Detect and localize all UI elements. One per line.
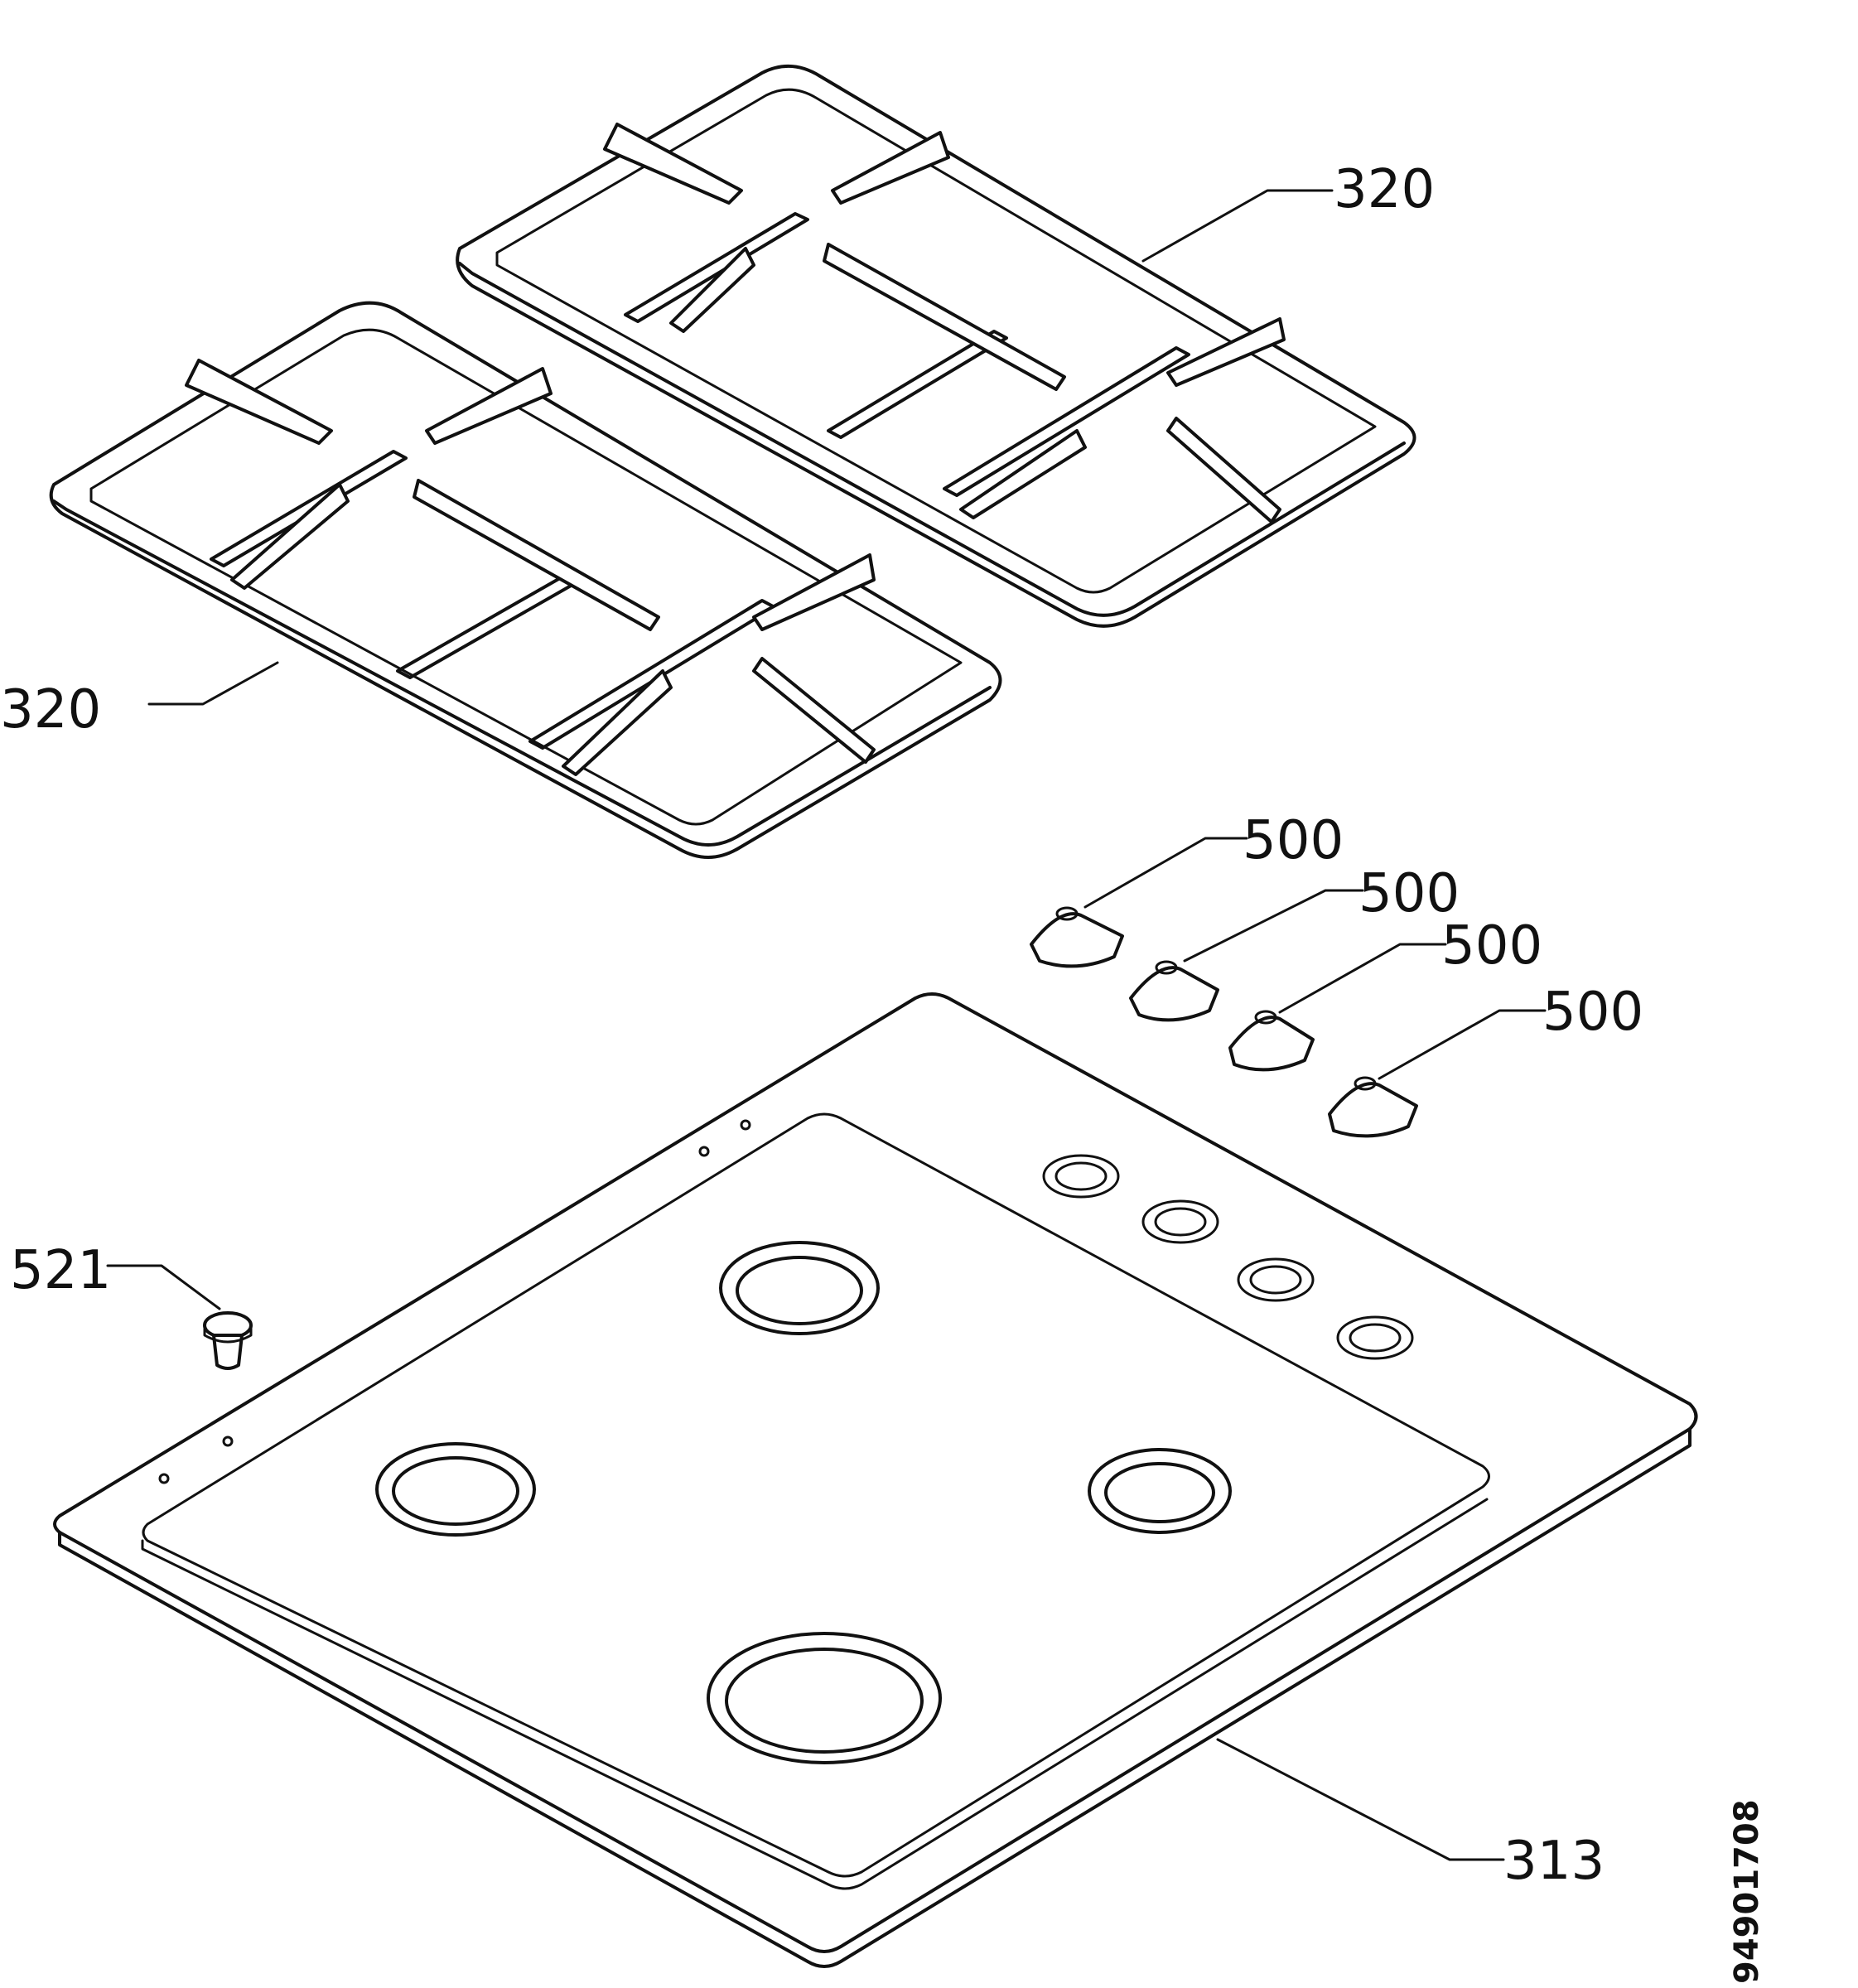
- callout-500-3: 500: [1441, 915, 1542, 977]
- pan-support-grate-left: [49, 301, 1002, 859]
- callout-500-1: 500: [1243, 810, 1344, 871]
- callout-521: 521: [10, 1240, 111, 1301]
- callout-320-top: 320: [1334, 159, 1435, 220]
- control-knob-2: [1129, 960, 1219, 1022]
- document-number: 94901708: [1728, 1799, 1766, 1984]
- hob-top-plate: [53, 992, 1698, 1968]
- pan-support-grate-top: [456, 64, 1416, 628]
- leader-lines: [106, 189, 1547, 1861]
- callout-500-4: 500: [1542, 982, 1643, 1043]
- rubber-foot: [203, 1311, 253, 1370]
- control-knob-1: [1030, 906, 1124, 968]
- control-knob-4: [1328, 1076, 1418, 1138]
- callout-320-left: 320: [0, 679, 101, 741]
- callout-313: 313: [1503, 1831, 1605, 1892]
- callout-500-2: 500: [1359, 863, 1460, 924]
- control-knob-3: [1228, 1010, 1315, 1072]
